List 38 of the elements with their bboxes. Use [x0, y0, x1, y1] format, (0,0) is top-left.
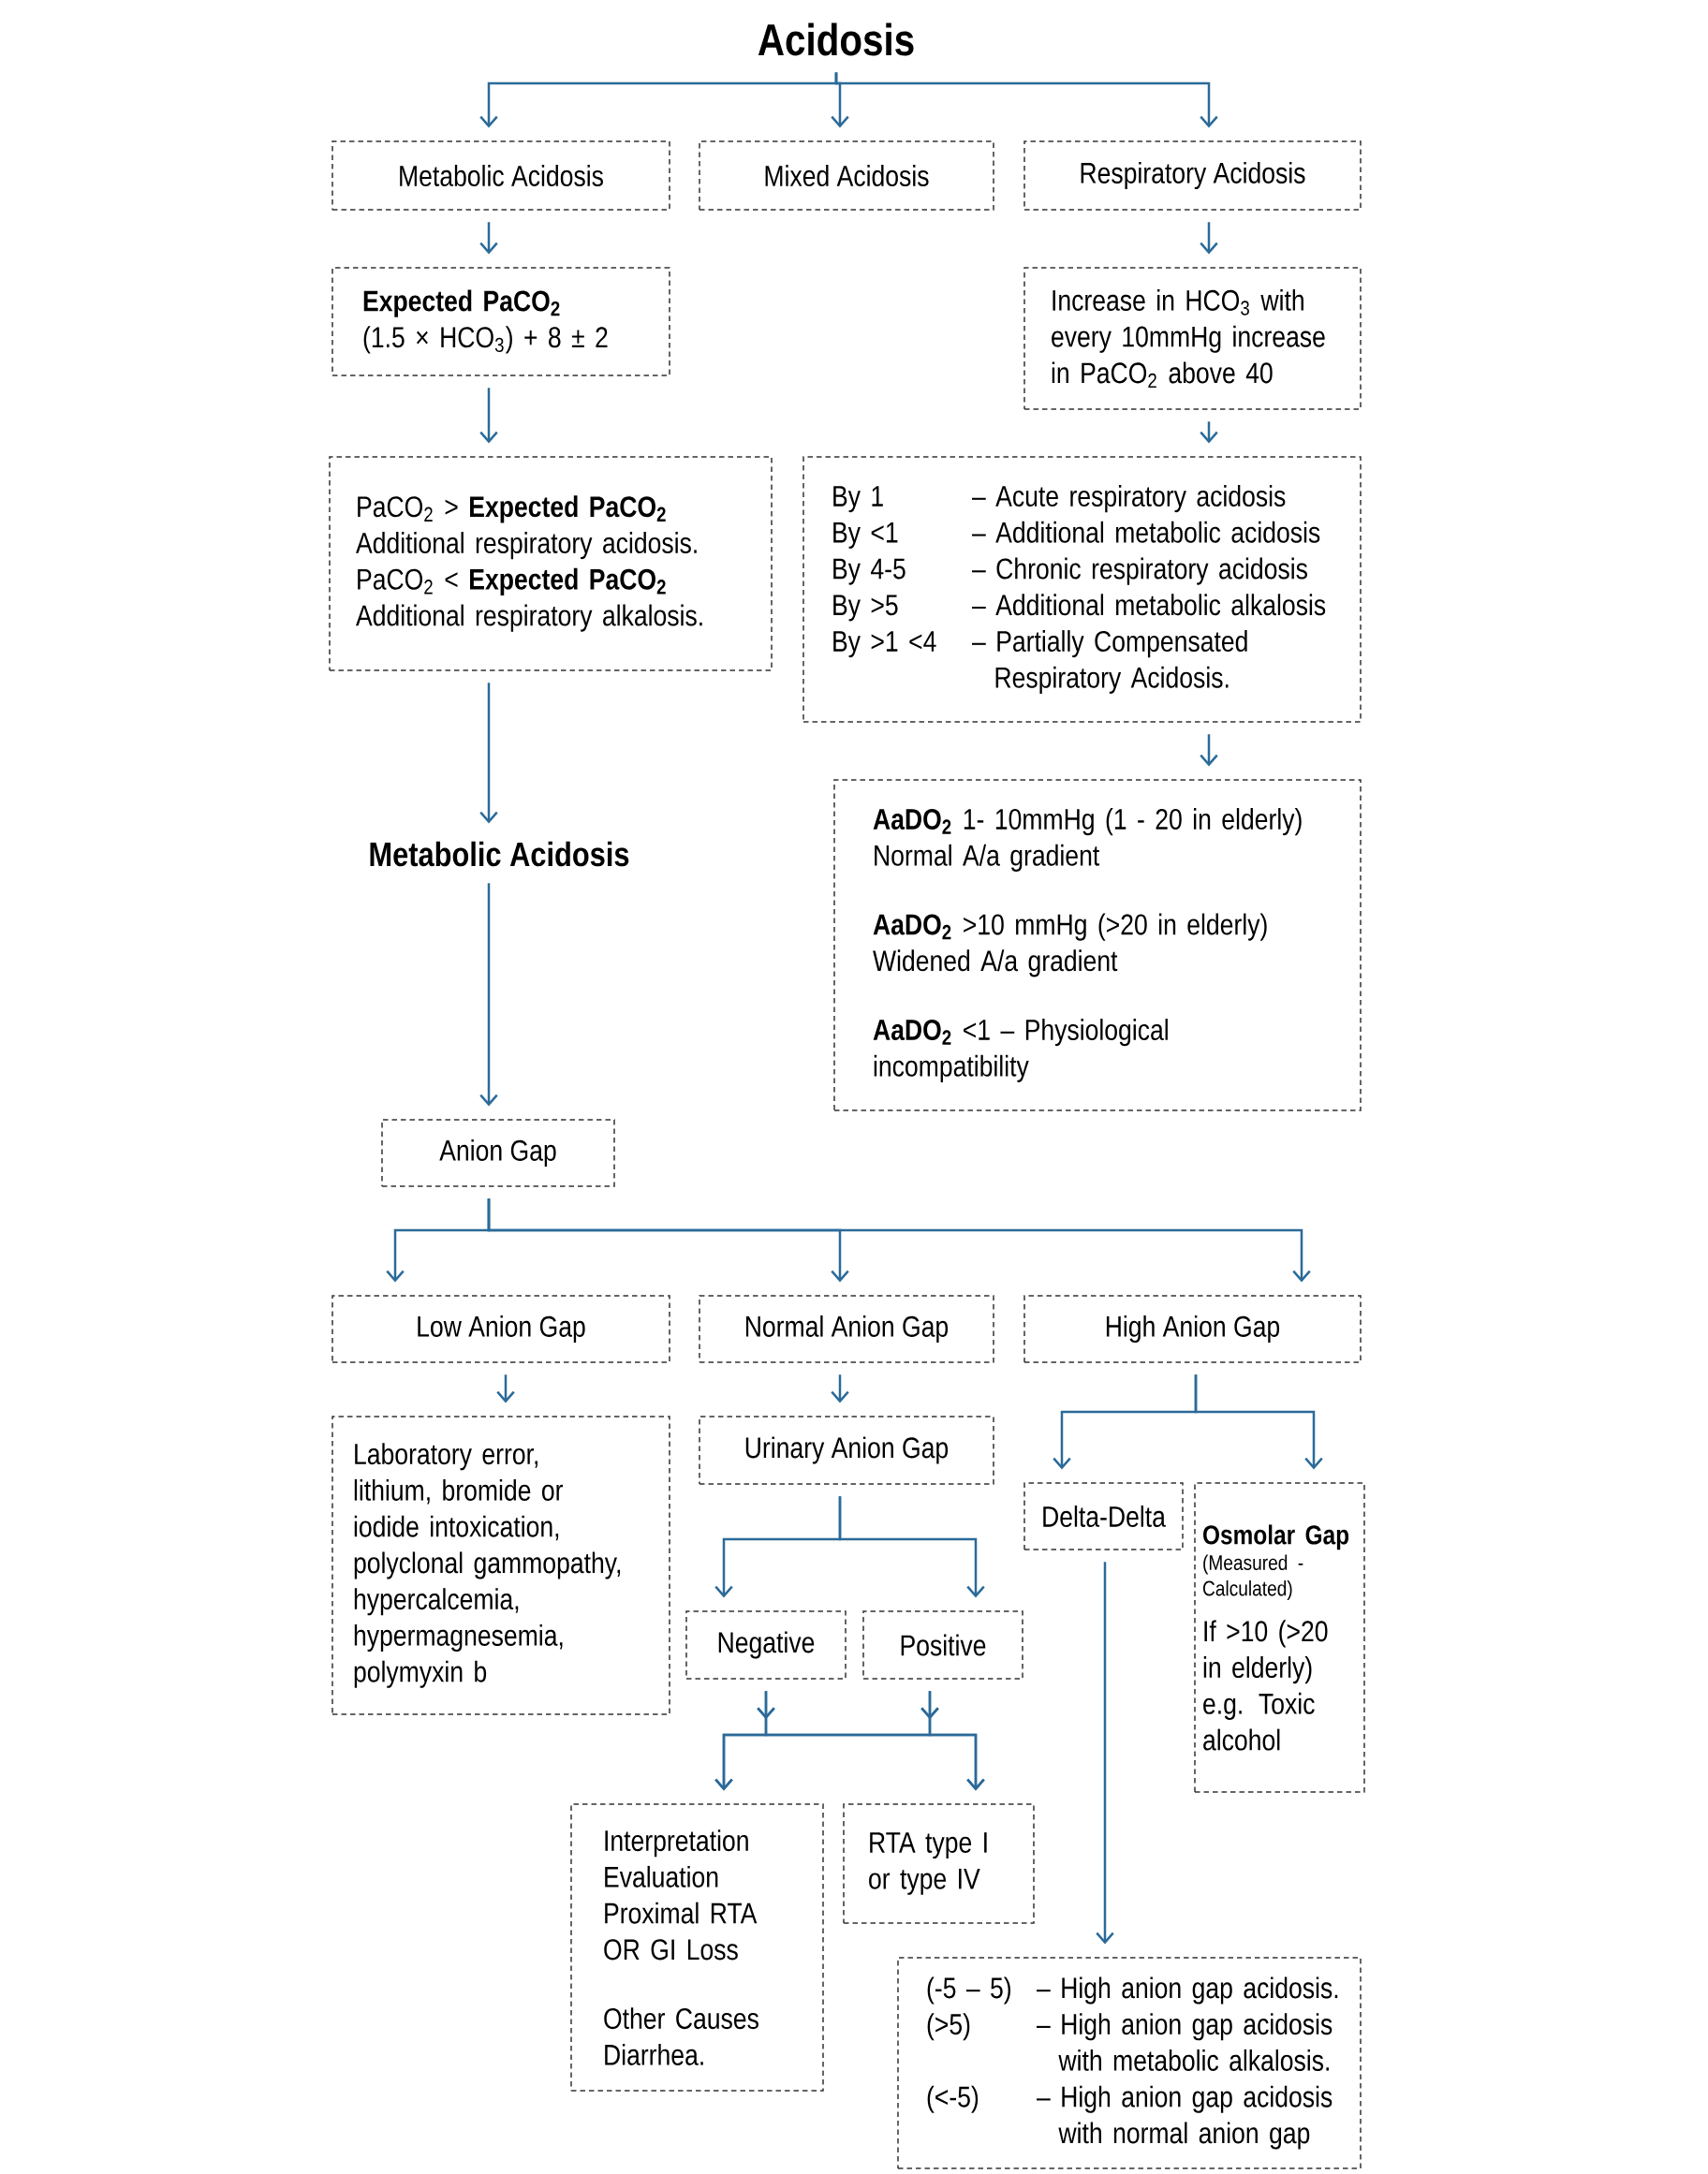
arrow — [479, 222, 498, 255]
arrow — [479, 683, 498, 824]
process-box: Normal Anion Gap — [699, 1295, 994, 1363]
arrow — [1200, 222, 1218, 255]
section-heading: Metabolic Acidosis — [370, 841, 629, 867]
arrow — [920, 1691, 985, 1791]
process-box: Interpretation Evaluation Proximal RTA OR GI Loss Other Causes Diarrhea. — [570, 1803, 824, 2092]
arrow — [1194, 1374, 1323, 1470]
process-box: RTA type I or type IV — [843, 1803, 1035, 1924]
arrow — [838, 1496, 985, 1598]
process-box: Laboratory error, lithium, bromide or iodide intoxication, polyclonal gammopathy, hypercalcemia, hypermagnesemia, polymyxin b — [331, 1416, 670, 1715]
process-box: PaCO$_{2}$ > Expected PaCO$_{2}$ Additional respiratory acidosis. PaCO$_{2}$ < Expected PaCO$_{2}$ Additional respiratory alkalosis. — [329, 456, 773, 671]
process-box: Urinary Anion Gap — [699, 1416, 994, 1485]
arrow — [479, 388, 498, 444]
arrow — [1096, 1562, 1114, 1945]
arrow — [496, 1374, 515, 1403]
table-box: By 1 – Acute respiratory acidosis By <1 – Additional metabolic acidosis By 4-5 – Chronic respiratory acidosis By >5 – Additional metabolic alkalosis By >1 <4 – Partially Compensated Respiratory Acidosis. — [802, 456, 1362, 723]
process-box: Mixed Acidosis — [699, 140, 994, 211]
process-box: Metabolic Acidosis — [331, 140, 670, 211]
process-box: High Anion Gap — [1023, 1295, 1362, 1363]
process-box: Negative — [685, 1610, 847, 1680]
process-box: Respiratory Acidosis — [1023, 140, 1362, 211]
process-box: Low Anion Gap — [331, 1295, 670, 1363]
arrow — [834, 72, 1218, 128]
process-box: Anion Gap — [381, 1119, 615, 1187]
table-box: (-5 – 5) – High anion gap acidosis. (>5) – High anion gap acidosis with metabolic alkalosis. (<-5) – High anion gap acidosis with normal anion gap — [897, 1957, 1362, 2169]
process-box: Osmolar Gap (Measured - Calculated) If >10 (>20 in elderly) e.g. Toxic alcohol — [1194, 1482, 1365, 1793]
arrow — [487, 1198, 1311, 1283]
heading: Acidosis — [758, 22, 914, 56]
arrow — [1200, 734, 1218, 767]
process-box: Expected PaCO$_{2}$ (1.5 × HCO$_{3}$) + 8 ± 2 — [331, 267, 670, 376]
process-box: AaDO$_{2}$ 1- 10mmHg (1 - 20 in elderly) Normal A/a gradient AaDO$_{2}$ >10 mmHg (>20 in elderly) Widened A/a gradient AaDO$_{2}$ <1 – Physiological incompatibility — [833, 779, 1362, 1111]
arrow — [831, 1374, 849, 1403]
process-box: Delta-Delta — [1023, 1482, 1184, 1550]
process-box: Positive — [862, 1610, 1023, 1680]
arrow — [1200, 421, 1218, 444]
process-box: Increase in HCO$_{3}$ with every 10mmHg increase in PaCO$_{2}$ above 40 — [1023, 267, 1362, 410]
arrow — [479, 883, 498, 1107]
